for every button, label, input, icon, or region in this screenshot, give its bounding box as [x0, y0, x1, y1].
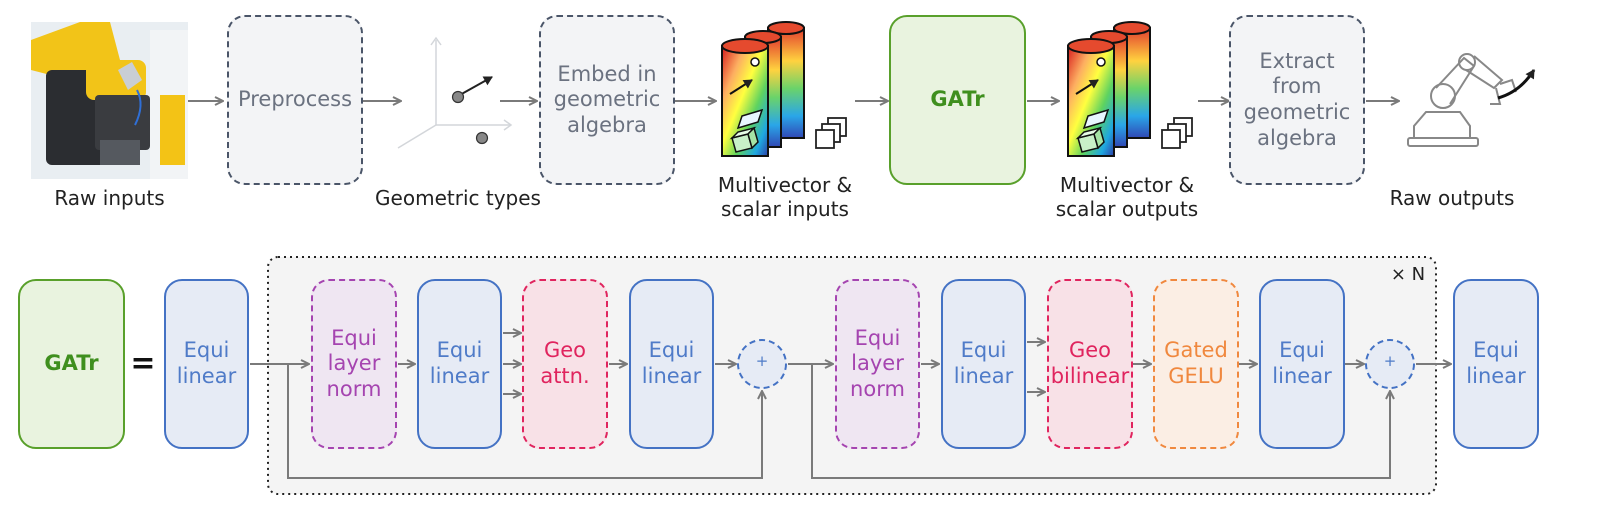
raw-outputs-label: Raw outputs [1389, 186, 1515, 210]
equi-linear-block: Equi linear [1259, 279, 1345, 449]
equi-linear-block: Equi linear [629, 279, 714, 449]
gatr-label: GATr [930, 87, 985, 112]
plus-symbol: + [755, 352, 769, 370]
embed-box: Embed in geometric algebra [539, 15, 675, 185]
preprocess-box: Preprocess [227, 15, 363, 185]
multivector-stack-icon [721, 21, 805, 157]
block-label: Geo attn. [540, 338, 590, 388]
geo-bilinear-block: Geo bilinear [1047, 279, 1133, 449]
block-label: Geo bilinear [1050, 338, 1130, 388]
gatr-box-top: GATr [889, 15, 1026, 185]
repeat-count-label: × N [1390, 264, 1426, 285]
equi-layer-norm-block: Equi layer norm [835, 279, 920, 449]
multivector-stack-icon [1067, 21, 1151, 157]
robot-arm-icon [1407, 53, 1517, 147]
multivector-outputs-label: Multivector & scalar outputs [1055, 173, 1199, 221]
block-label: Equi layer norm [850, 325, 905, 401]
block-label: Equi linear [429, 338, 490, 388]
robot-arm-photo-icon [31, 22, 188, 179]
equi-linear-block: Equi linear [417, 279, 502, 449]
block-label: Equi layer norm [326, 325, 382, 401]
embed-label: Embed in geometric algebra [553, 61, 661, 137]
block-label: Equi linear [176, 338, 237, 388]
gatr-label: GATr [44, 351, 99, 376]
residual-add-node [737, 339, 787, 389]
geometric-types-label: Geometric types [375, 186, 541, 210]
scalar-squares-icon [1161, 117, 1193, 149]
equi-linear-block: Equi linear [164, 279, 249, 449]
geometric-vector-icon [451, 76, 493, 145]
equi-layer-norm-block: Equi layer norm [311, 279, 397, 449]
block-label: Equi linear [953, 338, 1014, 388]
block-label: Gated GELU [1164, 338, 1228, 388]
equi-linear-block: Equi linear [1453, 279, 1539, 449]
coordinate-axes-icon [397, 36, 513, 149]
geo-attention-block: Geo attn. [522, 279, 608, 449]
gated-gelu-block: Gated GELU [1153, 279, 1239, 449]
scalar-squares-icon [815, 117, 847, 149]
block-label: Equi linear [1272, 338, 1332, 388]
equi-linear-block: Equi linear [941, 279, 1026, 449]
residual-add-node [1365, 339, 1415, 389]
block-label: Equi linear [1466, 338, 1526, 388]
plus-symbol: + [1383, 352, 1397, 370]
gatr-box-bottom: GATr [18, 279, 125, 449]
multivector-inputs-label: Multivector & scalar inputs [717, 173, 853, 221]
extract-label: Extract from geometric algebra [1243, 48, 1351, 150]
extract-box: Extract from geometric algebra [1229, 15, 1365, 185]
block-label: Equi linear [641, 338, 702, 388]
preprocess-label: Preprocess [237, 87, 353, 112]
raw-inputs-label: Raw inputs [54, 186, 165, 210]
equals-sign: = [130, 346, 156, 381]
